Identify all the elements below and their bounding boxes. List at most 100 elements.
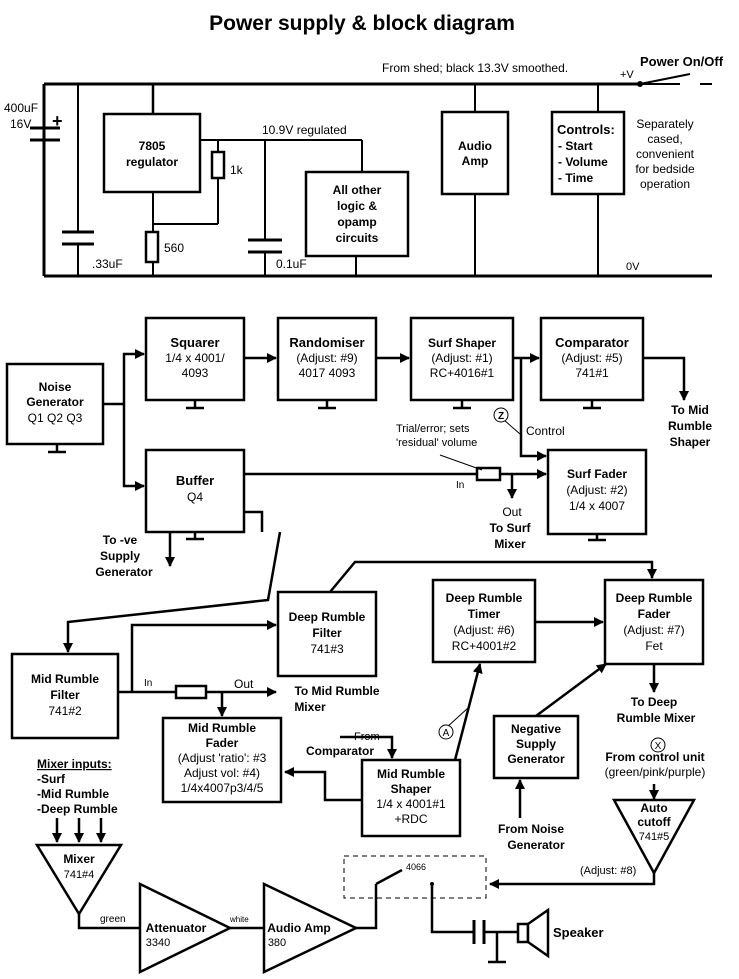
z-marker-label: Z xyxy=(498,411,504,422)
mixer-triangle xyxy=(34,843,124,917)
audio-amp-line-1: Audio xyxy=(458,139,492,153)
noise-to-squarer xyxy=(122,349,145,404)
controls-title: Controls: xyxy=(557,122,615,137)
from-comparator-2: Comparator xyxy=(306,744,374,758)
x-marker-circle xyxy=(650,737,666,753)
mid-shaper-to-timer xyxy=(453,663,483,761)
logic-label: All other logic & opamp circuits xyxy=(333,183,382,245)
neg-supply-to-deep-fader xyxy=(535,662,607,718)
deep-timer-title-2: Timer xyxy=(468,607,501,621)
from-noise-2: Generator xyxy=(507,838,565,852)
surf-fader-title: Surf Fader xyxy=(567,467,627,481)
to-neg-supply-3: Generator xyxy=(95,565,153,579)
randomiser-title: Randomiser xyxy=(289,335,364,350)
buffer-title: Buffer xyxy=(176,473,214,488)
mid-fader-adjust-ratio: (Adjust 'ratio': #3 xyxy=(178,751,267,765)
surf-shaper-title: Surf Shaper xyxy=(428,336,496,350)
switch-pivot xyxy=(637,81,643,87)
logic-line-2: logic & xyxy=(337,199,377,213)
c01-label: 0.1uF xyxy=(276,257,307,271)
mid-fader-title-2: Fader xyxy=(206,736,239,750)
surf-shaper-parts: RC+4016#1 xyxy=(430,366,495,380)
surf-control-wire xyxy=(519,358,547,461)
ic4066-contact xyxy=(430,882,434,886)
squarer-part-1: 1/4 x 4001/ xyxy=(165,351,225,365)
mixer-part: 741#4 xyxy=(64,869,95,881)
mid-rumble-filter-box xyxy=(10,652,120,740)
speaker-label: Speaker xyxy=(553,925,604,940)
zero-v-label: 0V xyxy=(626,261,640,273)
regulator-box xyxy=(102,112,202,194)
control-label: Control xyxy=(526,424,565,438)
logic-line-1: All other xyxy=(333,183,382,197)
switch-4066-lever xyxy=(375,868,403,886)
cap-main-value: 400uF xyxy=(4,101,38,115)
deep-filter-title-1: Deep Rumble xyxy=(289,610,366,624)
to-neg-supply-1: To -ve xyxy=(103,533,138,547)
attenuator-label: Attenuator xyxy=(146,921,207,935)
to-surf-mixer-1: To Surf xyxy=(489,521,531,535)
a-marker-circle xyxy=(438,724,454,740)
noise-title-2: Generator xyxy=(26,395,84,409)
mid-fader-parts: 1/4x4007p3/4/5 xyxy=(181,781,264,795)
separate-line-3: convenient xyxy=(636,147,695,161)
controls-time: - Time xyxy=(558,171,593,185)
trial-note-1: Trial/error; sets xyxy=(396,423,470,435)
to-deep-mixer-1: To Deep xyxy=(631,695,677,709)
deep-timer-adjust: (Adjust: #6) xyxy=(453,623,514,637)
a-leader xyxy=(445,707,469,729)
deep-filter-to-deep-fader xyxy=(329,560,657,593)
mid-filter-part: 741#2 xyxy=(48,704,82,718)
regulated-note: 10.9V regulated xyxy=(262,123,347,137)
auto-cutoff-part: 741#5 xyxy=(639,831,670,843)
mid-shaper-title-1: Mid Rumble xyxy=(377,767,445,781)
from-noise-1: From Noise xyxy=(498,822,564,836)
mixer-to-attenuator xyxy=(77,914,140,930)
cutoff-to-4066 xyxy=(489,873,656,889)
controls-volume: - Volume xyxy=(558,155,608,169)
comparator-to-mid-shaper xyxy=(340,735,397,759)
separate-line-1: Separately xyxy=(636,117,693,131)
mid-shaper-rdc: +RDC xyxy=(394,812,427,826)
controls-start: - Start xyxy=(558,139,593,153)
deep-filter-title-2: Filter xyxy=(312,626,342,640)
regulator-name: 7805 xyxy=(139,139,166,153)
logic-line-4: circuits xyxy=(336,231,379,245)
mid-rumble-fader-box xyxy=(161,716,283,804)
to-deep-mixer-2: Rumble Mixer xyxy=(617,711,696,725)
to-mid-shaper-2: Rumble xyxy=(668,419,712,433)
regulator-label: regulator xyxy=(126,155,178,169)
randomiser-adjust: (Adjust: #9) xyxy=(296,351,357,365)
switch-lever xyxy=(639,73,691,85)
auto-cutoff-label-1: Auto xyxy=(640,801,667,815)
surf-resistor xyxy=(475,466,502,482)
auto-cutoff-label-2: cutoff xyxy=(637,815,671,829)
switch-to-speaker xyxy=(430,884,474,934)
audio-amp-box xyxy=(440,110,510,196)
surf-fader-adjust: (Adjust: #2) xyxy=(566,483,627,497)
z-marker-circle xyxy=(493,407,509,423)
mid-rumble-shaper-box xyxy=(360,758,462,838)
noise-title-1: Noise xyxy=(39,380,72,394)
deep-fader-part: Fet xyxy=(645,639,663,653)
from-control-unit-2: (green/pink/purple) xyxy=(605,765,706,779)
ground-stubs xyxy=(48,400,606,542)
mixer-input-mid-label: -Mid Rumble xyxy=(37,787,109,801)
deep-rumble-filter-box xyxy=(276,590,378,678)
speaker-magnet xyxy=(516,922,530,944)
separate-line-5: operation xyxy=(640,177,690,191)
separate-note: Separately cased, convenient for bedside… xyxy=(635,117,695,191)
mid-in-label: In xyxy=(144,678,152,689)
noise-parts: Q1 Q2 Q3 xyxy=(28,411,83,425)
cap-main-plus: + xyxy=(52,111,63,131)
comparator-parts: 741#1 xyxy=(575,366,609,380)
attenuator-part: 3340 xyxy=(146,937,170,949)
trial-note-leader xyxy=(439,454,483,471)
r1k-label: 1k xyxy=(230,163,244,177)
deep-fader-adjust: (Adjust: #7) xyxy=(623,623,684,637)
surf-out-label: Out xyxy=(502,505,522,519)
audio-amp-label: Audio Amp xyxy=(267,921,331,935)
shed-note: From shed; black 13.3V smoothed. xyxy=(382,61,568,75)
neg-supply-title-2: Supply xyxy=(516,737,556,751)
from-comparator-1: From xyxy=(354,731,380,743)
